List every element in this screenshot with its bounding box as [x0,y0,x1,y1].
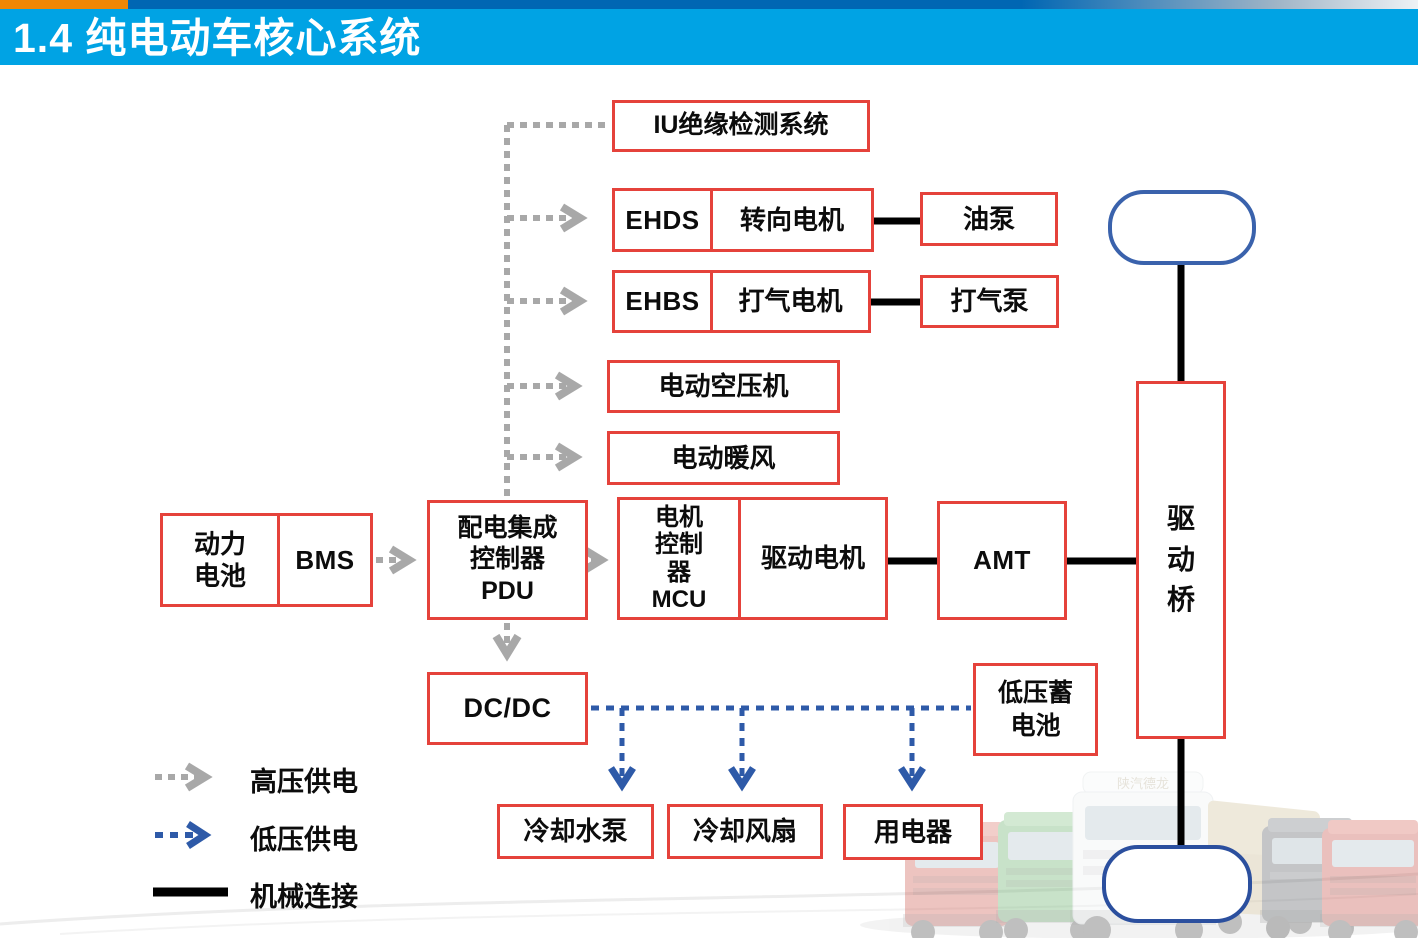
truck-brand-watermark: 陕汽德龙 [1117,776,1169,791]
node-bms: BMS [295,544,355,575]
node-oil-pump: 油泵 [920,192,1058,246]
header-bar: 1.4 纯电动车核心系统 [0,9,1418,65]
node-ehbs-air-motor: EHBS 打气电机 [612,270,871,333]
legend-label-low-voltage: 低压供电 [250,825,358,855]
node-ehbs: EHBS [615,273,713,330]
node-pdu: 配电集成 控制器 PDU [427,500,588,620]
node-dcdc-converter: DC/DC [427,672,588,745]
node-electric-air-compressor: 电动空压机 [607,360,840,413]
header-accent-strip [0,0,1418,9]
legend-label-high-voltage: 高压供电 [250,767,358,797]
node-electric-consumers: 用电器 [843,804,983,860]
node-air-motor: 打气电机 [738,286,843,317]
node-mcu: 电机 控制 器 MCU [620,500,741,617]
node-electric-heater: 电动暖风 [607,431,840,485]
node-drive-axle: 驱 动 桥 [1136,381,1226,739]
node-iu-insulation-detection: IU绝缘检测系统 [612,100,870,152]
node-mcu-drive-motor: 电机 控制 器 MCU 驱动电机 [617,497,888,620]
node-cooling-water-pump: 冷却水泵 [497,804,654,859]
truck-image-green [996,812,1100,938]
truck-image-dark [1260,818,1360,938]
node-air-pump: 打气泵 [920,275,1059,328]
node-low-voltage-battery: 低压蓄 电池 [973,663,1098,756]
node-cooling-fan: 冷却风扇 [667,804,823,859]
node-power-battery-bms: 动力 电池 BMS [160,513,373,607]
page-title: 1.4 纯电动车核心系统 [13,15,422,61]
wheel-shape-top [1108,190,1256,265]
wheel-shape-bottom [1102,845,1252,923]
truck-image-red-2 [1320,820,1418,938]
truck-shadow [860,911,1418,938]
legend-label-mechanical: 机械连接 [250,882,358,912]
node-drive-motor: 驱动电机 [760,543,865,574]
node-ehds-steering-motor: EHDS 转向电机 [612,188,874,252]
node-steering-motor: 转向电机 [739,204,844,235]
node-amt: AMT [937,501,1067,620]
node-ehds: EHDS [615,191,713,249]
node-power-battery: 动力 电池 [163,516,280,604]
header-strip-orange [0,0,128,9]
